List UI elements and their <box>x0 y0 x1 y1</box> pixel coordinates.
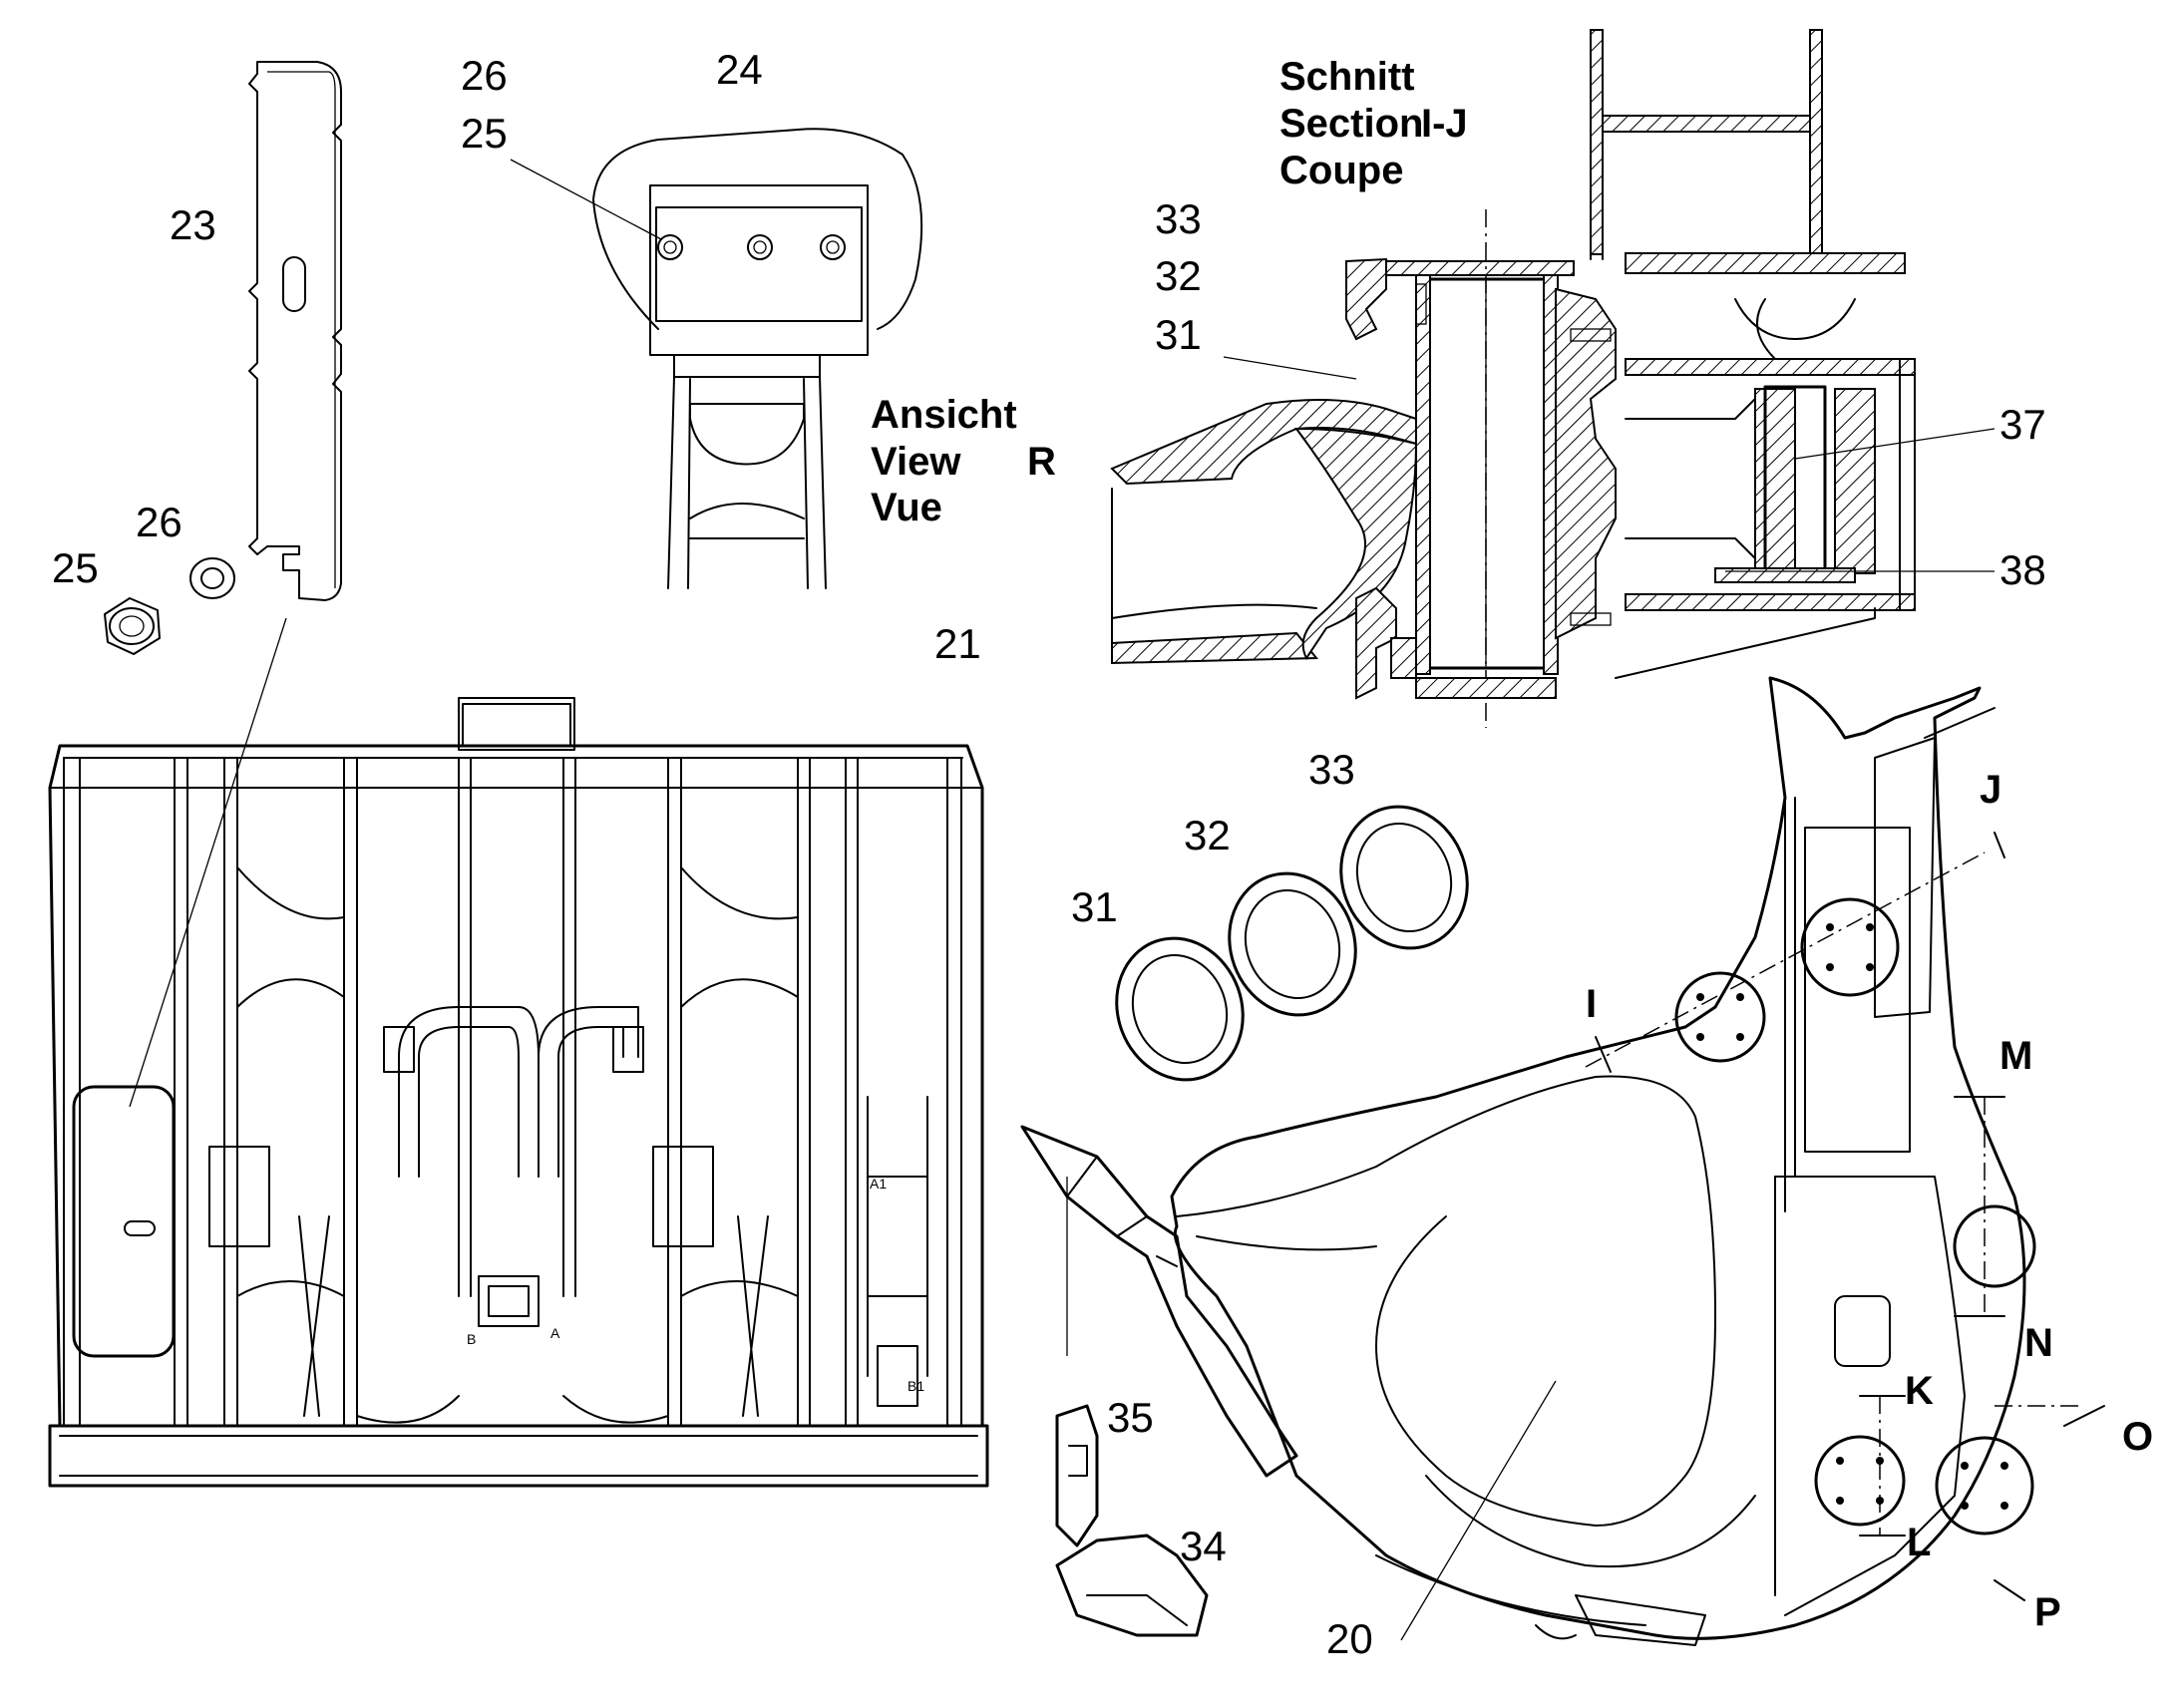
view-title-de: Ansicht <box>871 393 1017 437</box>
part-number-31: 31 <box>1071 883 1118 930</box>
view-title-fr: Vue <box>871 486 942 529</box>
seal-ring-32 <box>1228 871 1357 1017</box>
part-number-38: 38 <box>1999 546 2046 593</box>
seal-ring-33 <box>1339 805 1469 950</box>
marker-m: M <box>1999 1034 2032 1078</box>
part-number-31-section: 31 <box>1155 311 1202 358</box>
section-title-fr: Coupe <box>1279 149 1403 192</box>
part-number-34: 34 <box>1180 1523 1227 1569</box>
part-number-33: 33 <box>1308 746 1355 793</box>
nut-25 <box>104 597 161 655</box>
section-title-en: Section <box>1279 102 1423 146</box>
part-number-24: 24 <box>716 46 763 93</box>
section-title-block: Schnitt Section I-J Coupe <box>1279 55 1468 192</box>
view-title-id: R <box>1027 440 1056 484</box>
cover-plate-23 <box>248 61 342 601</box>
view-r-detail <box>592 128 923 589</box>
section-i-j <box>1110 29 1916 728</box>
washer-26 <box>189 557 235 599</box>
part-number-26: 26 <box>136 499 182 545</box>
part-number-21: 21 <box>934 620 981 667</box>
section-arrows <box>1595 832 2105 1601</box>
part-number-32: 32 <box>1184 812 1231 858</box>
hydraulic-port-labels: B A A1 B1 <box>467 1176 924 1394</box>
section-title-de: Schnitt <box>1279 55 1415 99</box>
port-a: A <box>550 1325 560 1341</box>
port-b1: B1 <box>908 1378 924 1394</box>
port-a1: A1 <box>870 1176 887 1192</box>
marker-n: N <box>2024 1321 2053 1365</box>
leader-lines <box>129 159 1996 1641</box>
part-number-33-section: 33 <box>1155 195 1202 242</box>
section-marker-labels: J I M N K L O P <box>1586 768 2153 1634</box>
marker-i: I <box>1586 982 1597 1026</box>
section-title-id: I-J <box>1421 102 1468 146</box>
part-number-32-section: 32 <box>1155 252 1202 299</box>
seal-ring-31 <box>1115 936 1245 1082</box>
frame-21 <box>48 697 989 1488</box>
part-number-25-view: 25 <box>461 110 508 157</box>
part-number-20: 20 <box>1326 1615 1373 1662</box>
marker-k: K <box>1905 1369 1934 1413</box>
part-number-37: 37 <box>1999 401 2046 448</box>
part-number-35: 35 <box>1107 1394 1154 1441</box>
part-number-23: 23 <box>170 201 216 248</box>
view-title-block: Ansicht View R Vue <box>871 393 1056 529</box>
part-number-labels: 23 26 25 24 26 25 21 33 32 31 37 38 33 3… <box>52 46 2046 1662</box>
view-title-en: View <box>871 440 961 484</box>
ripper-body-20 <box>1170 676 2084 1646</box>
port-b: B <box>467 1331 476 1347</box>
tooth-tip-34 <box>1055 1534 1209 1637</box>
marker-p: P <box>2034 1590 2061 1634</box>
wear-sleeve-35 <box>1055 1404 1099 1547</box>
part-number-25: 25 <box>52 544 99 591</box>
marker-l: L <box>1907 1521 1931 1564</box>
marker-j: J <box>1980 768 2001 812</box>
marker-o: O <box>2122 1415 2153 1459</box>
ripper-shank <box>1020 1125 1298 1478</box>
part-number-26-view: 26 <box>461 52 508 99</box>
